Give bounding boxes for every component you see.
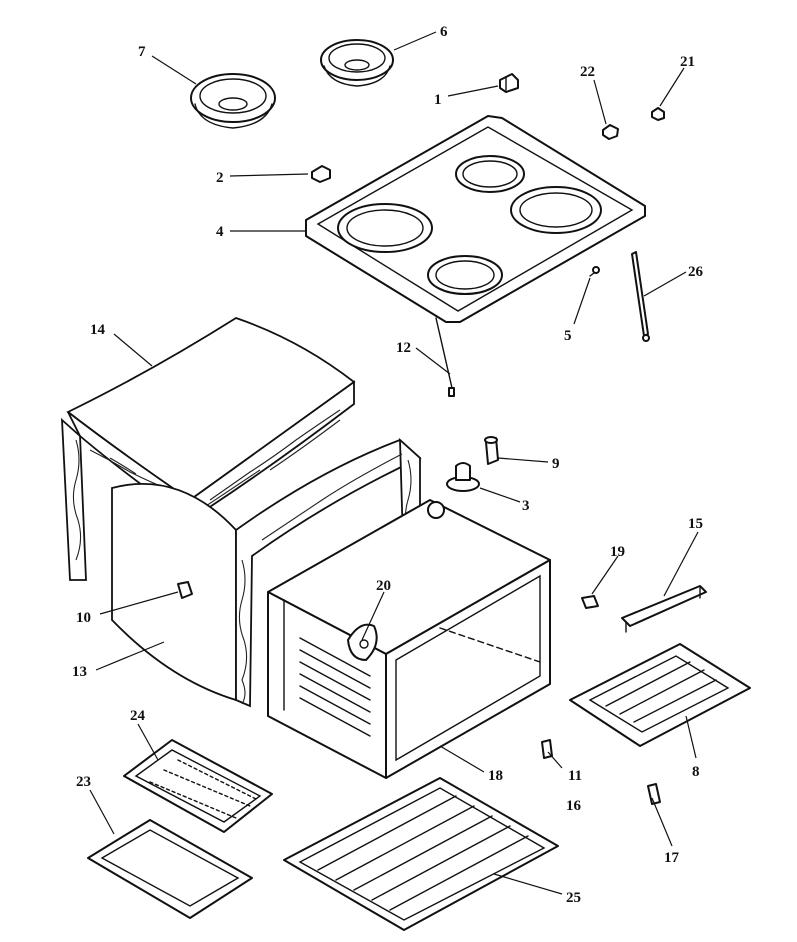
- label-11: 11: [568, 768, 582, 784]
- label-13: 13: [72, 664, 87, 680]
- part-24-broiler-grid: [123, 739, 273, 833]
- label-14: 14: [90, 322, 106, 338]
- label-24: 24: [130, 708, 146, 724]
- label-15: 15: [688, 516, 703, 532]
- label-21: 21: [680, 54, 695, 70]
- part-9-cap: [484, 436, 499, 465]
- label-19: 19: [610, 544, 625, 560]
- part-18-oven-cavity: [267, 499, 551, 779]
- label-12: 12: [396, 340, 411, 356]
- part-8-broil-element: [569, 643, 751, 747]
- part-labels: 7 6 1 2 4 22 21 5 26 12 14 9 3 10 13 20 …: [72, 24, 704, 906]
- part-10-clip: [177, 581, 193, 599]
- part-4-cooktop: [305, 115, 646, 323]
- label-20: 20: [376, 578, 391, 594]
- part-7-drip-bowl: [190, 73, 276, 129]
- part-3-thermostat-knob: [446, 462, 480, 492]
- part-1-clip: [499, 73, 519, 93]
- part-14-insulation-top: [60, 317, 356, 581]
- part-19-clip: [581, 595, 599, 609]
- label-9: 9: [552, 456, 560, 472]
- part-23-broiler-pan: [87, 819, 253, 919]
- label-4: 4: [216, 224, 224, 240]
- part-15-rail: [621, 585, 707, 633]
- label-22: 22: [580, 64, 595, 80]
- label-8: 8: [692, 764, 700, 780]
- part-5-pin: [589, 266, 600, 277]
- leader-lines: [89, 31, 699, 895]
- label-17: 17: [664, 850, 680, 866]
- part-17-clip: [647, 783, 661, 805]
- part-22-screw: [602, 124, 619, 140]
- label-16: 16: [566, 798, 582, 814]
- label-2: 2: [216, 170, 224, 186]
- label-18: 18: [488, 768, 503, 784]
- part-21-screw: [651, 107, 665, 121]
- label-7: 7: [138, 44, 146, 60]
- label-25: 25: [566, 890, 581, 906]
- part-25-oven-rack: [283, 777, 559, 931]
- label-5: 5: [564, 328, 572, 344]
- part-26-rod: [631, 251, 650, 342]
- part-6-drip-bowl: [320, 39, 394, 87]
- part-12-rod: [435, 317, 455, 397]
- label-6: 6: [440, 24, 448, 40]
- label-10: 10: [76, 610, 91, 626]
- label-26: 26: [688, 264, 704, 280]
- label-1: 1: [434, 92, 442, 108]
- label-3: 3: [522, 498, 530, 514]
- label-23: 23: [76, 774, 91, 790]
- part-2-clip: [311, 165, 331, 183]
